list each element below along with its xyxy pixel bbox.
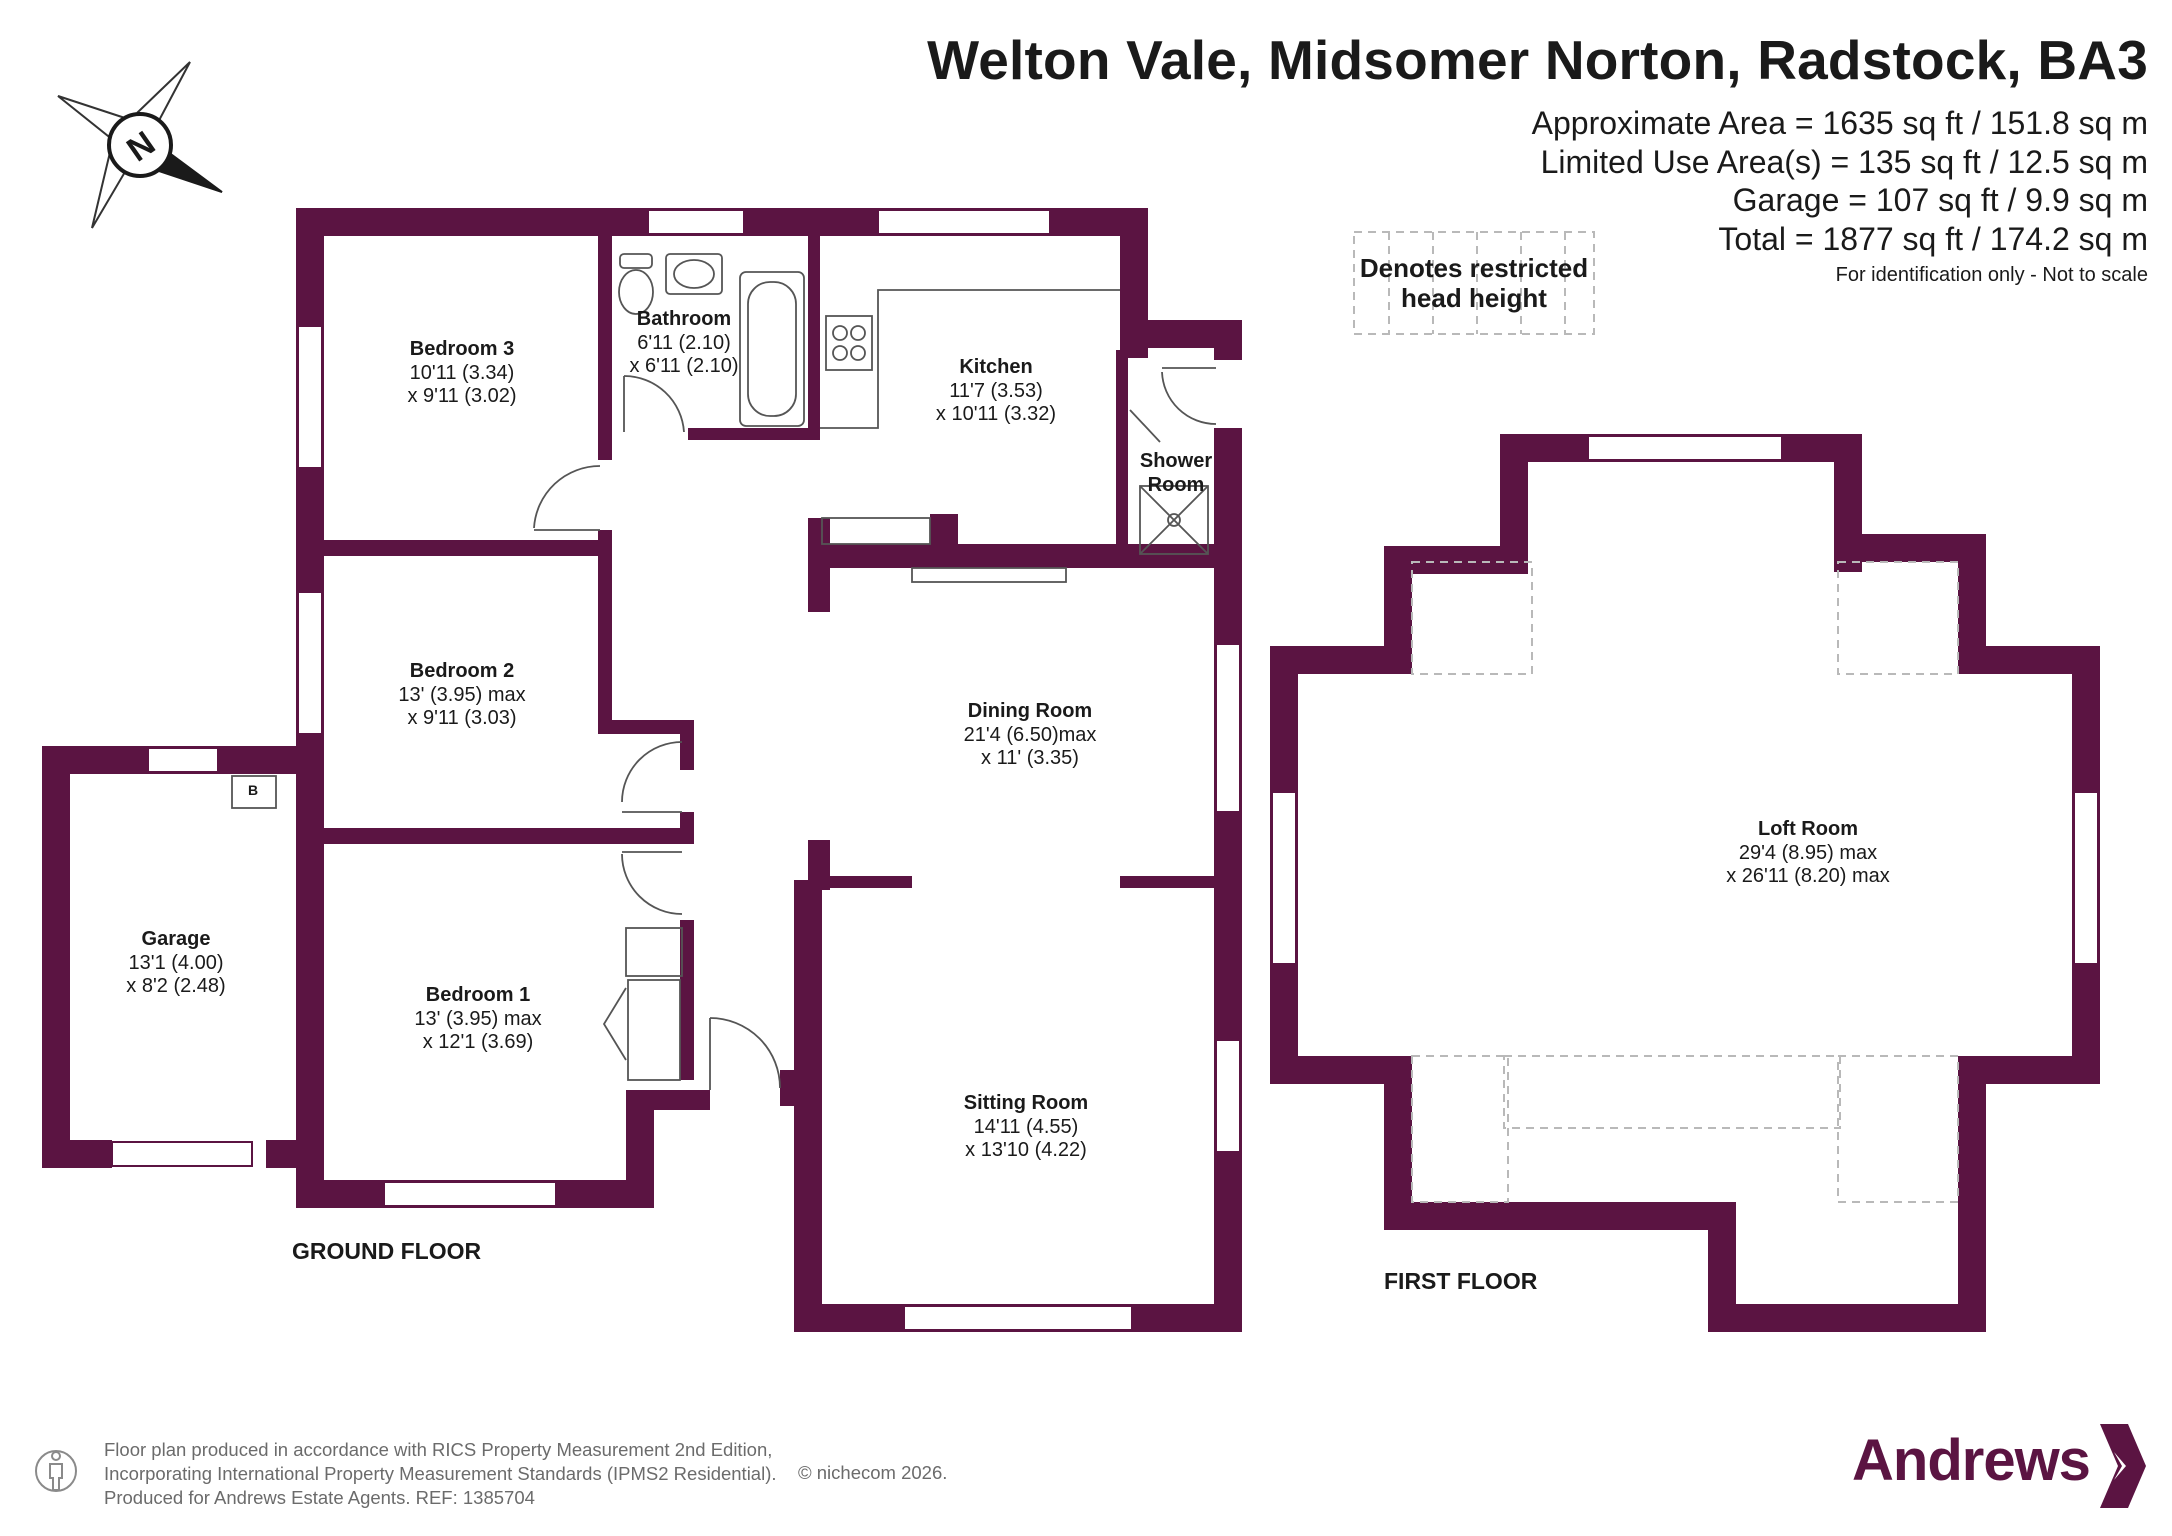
- room-label-garage: Garage 13'1 (4.00) x 8'2 (2.48): [126, 928, 225, 999]
- room-dimension: 14'11 (4.55): [973, 1115, 1079, 1138]
- room-name: Bedroom 1: [425, 984, 531, 1006]
- room-dimension: x 9'11 (3.02): [407, 385, 517, 407]
- restricted-height-legend-box: [1353, 231, 1595, 335]
- compass-icon: N: [57, 61, 223, 229]
- room-name-line-2: Room: [1147, 473, 1205, 496]
- legend-line-1: Denotes restricted: [1359, 253, 1589, 283]
- room-dimension: 13' (3.95) max: [414, 1007, 542, 1030]
- limited-use-area-line: Limited Use Area(s) = 135 sq ft / 12.5 s…: [1540, 143, 2148, 180]
- restricted-height-legend: Denotes restricted head height: [1354, 253, 1594, 313]
- first-floor-label: FIRST FLOOR: [1384, 1268, 1538, 1294]
- first-floor-walls: [1270, 434, 2100, 1332]
- room-name-line-1: Shower: [1139, 450, 1213, 472]
- footer-line-3: Produced for Andrews Estate Agents. REF:…: [104, 1487, 535, 1508]
- room-dimension: 21'4 (6.50)max: [963, 723, 1097, 746]
- room-dimension: 13' (3.95) max: [398, 683, 526, 706]
- room-label-dining-room: Dining Room 21'4 (6.50)max x 11' (3.35): [964, 700, 1097, 771]
- restricted-height-areas: [1411, 561, 1959, 1203]
- room-name: Bedroom 3: [409, 338, 515, 360]
- room-dimension: x 26'11 (8.20) max: [1726, 865, 1890, 887]
- room-name: Sitting Room: [963, 1092, 1089, 1114]
- copyright-notice: © nichecom 2026.: [798, 1462, 948, 1483]
- footer-disclaimer: Floor plan produced in accordance with R…: [104, 1438, 777, 1510]
- room-name: Bedroom 2: [409, 660, 515, 682]
- footer-line-1: Floor plan produced in accordance with R…: [104, 1439, 773, 1460]
- room-label-bedroom-3: Bedroom 3 10'11 (3.34) x 9'11 (3.02): [407, 338, 516, 409]
- room-dimension: x 8'2 (2.48): [126, 975, 226, 997]
- room-label-loft-room: Loft Room 29'4 (8.95) max x 26'11 (8.20)…: [1726, 818, 1890, 889]
- footer-line-2: Incorporating International Property Mea…: [104, 1463, 777, 1484]
- garage-area-line: Garage = 107 sq ft / 9.9 sq m: [1732, 182, 2148, 218]
- area-summary: Approximate Area = 1635 sq ft / 151.8 sq…: [1532, 104, 2148, 258]
- approx-area-line: Approximate Area = 1635 sq ft / 151.8 sq…: [1531, 105, 2148, 141]
- room-label-bathroom: Bathroom 6'11 (2.10) x 6'11 (2.10): [629, 308, 738, 379]
- room-dimension: 13'1 (4.00): [128, 951, 224, 974]
- brand-chevron-icon: [2100, 1424, 2146, 1508]
- room-dimension: x 13'10 (4.22): [965, 1139, 1087, 1161]
- boiler-label: B: [248, 782, 259, 798]
- room-dimension: 6'11 (2.10): [637, 331, 731, 354]
- room-name: Kitchen: [959, 356, 1033, 378]
- room-label-bedroom-2: Bedroom 2 13' (3.95) max x 9'11 (3.03): [398, 660, 525, 731]
- brand-logo-text: Andrews: [1852, 1428, 2091, 1493]
- legend-line-2: head height: [1401, 283, 1547, 313]
- room-dimension: 29'4 (8.95) max: [1738, 841, 1878, 864]
- ground-floor-doors: [533, 367, 1217, 1090]
- room-dimension: x 12'1 (3.69): [422, 1031, 534, 1053]
- room-dimension: x 9'11 (3.03): [407, 707, 517, 729]
- room-label-kitchen: Kitchen 11'7 (3.53) x 10'11 (3.32): [936, 356, 1056, 427]
- room-dimension: x 6'11 (2.10): [629, 355, 739, 377]
- total-area-line: Total = 1877 sq ft / 174.2 sq m: [1718, 220, 2148, 257]
- ground-floor-windows: [111, 209, 1241, 1331]
- room-name: Bathroom: [636, 308, 732, 330]
- room-dimension: 11'7 (3.53): [949, 379, 1043, 402]
- room-name: Dining Room: [967, 700, 1093, 722]
- page-title: Welton Vale, Midsomer Norton, Radstock, …: [927, 29, 2148, 91]
- first-floor-windows: [1271, 435, 2099, 965]
- room-name: Loft Room: [1758, 818, 1858, 840]
- ground-floor-fixtures: [231, 253, 1209, 1081]
- room-dimension: x 10'11 (3.32): [935, 403, 1057, 425]
- room-label-shower-room: Shower Room: [1140, 450, 1212, 497]
- room-dimension: x 11' (3.35): [981, 747, 1079, 769]
- room-dimension: 10'11 (3.34): [409, 361, 515, 384]
- ground-floor-label: GROUND FLOOR: [292, 1238, 482, 1264]
- scale-note: For identification only - Not to scale: [1835, 264, 2148, 286]
- room-label-sitting-room: Sitting Room 14'11 (4.55) x 13'10 (4.22): [964, 1092, 1088, 1163]
- person-scale-icon: [35, 1450, 77, 1492]
- room-name: Garage: [141, 928, 211, 950]
- room-label-bedroom-1: Bedroom 1 13' (3.95) max x 12'1 (3.69): [414, 984, 541, 1055]
